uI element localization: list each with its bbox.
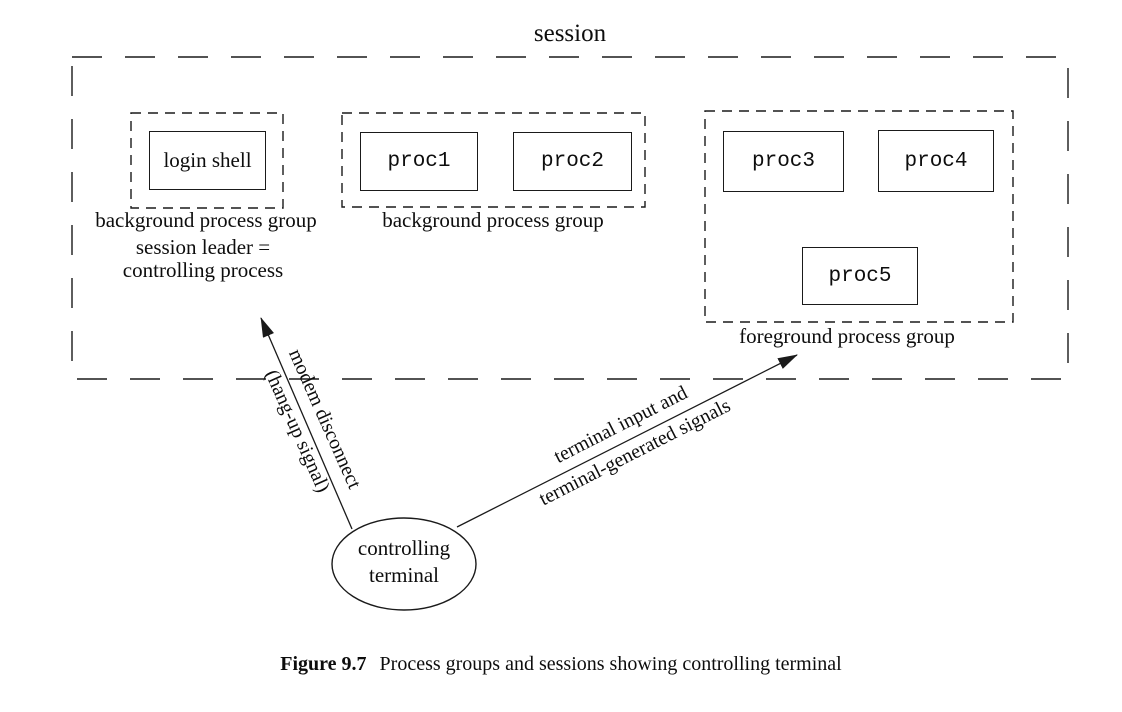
controlling-terminal-ellipse [331, 517, 477, 611]
login-shell-box: login shell [149, 131, 266, 190]
session-leader-note: session leader = controlling process [123, 236, 283, 282]
controlling-terminal-label: controlling terminal [358, 535, 450, 589]
background-process-group-1-label: background process group [95, 208, 317, 232]
proc2-label: proc2 [540, 150, 604, 173]
modem-disconnect-arrow [260, 317, 353, 530]
session-label: session [533, 20, 607, 47]
background-process-group-2-label: background process group [382, 208, 604, 232]
figure-caption-number: Figure 9.7 [280, 653, 367, 675]
login-shell-label: login shell [163, 148, 252, 172]
terminal-signals-arrow [456, 354, 798, 528]
session-boundary [71, 56, 1069, 380]
foreground-process-group-label: foreground process group [739, 324, 955, 348]
session-leader-note-line1: session leader = [135, 235, 271, 259]
controlling-terminal-line1: controlling [357, 536, 451, 560]
controlling-terminal-line2: terminal [369, 563, 439, 587]
proc4-label: proc4 [904, 149, 968, 173]
proc1-box: proc1 [360, 132, 478, 191]
proc5-label: proc5 [828, 264, 892, 288]
figure-caption-text: Process groups and sessions showing cont… [379, 653, 842, 675]
background-process-group-1-boundary [130, 112, 284, 209]
proc2-box: proc2 [513, 132, 632, 191]
session-leader-note-line2: controlling process [122, 258, 284, 282]
proc4-box: proc4 [878, 130, 994, 192]
proc5-box: proc5 [802, 247, 918, 305]
background-process-group-2-boundary [341, 112, 646, 208]
proc3-label: proc3 [751, 150, 815, 173]
proc1-label: proc1 [387, 150, 451, 173]
proc3-box: proc3 [723, 131, 844, 192]
foreground-process-group-boundary [704, 110, 1014, 323]
figure-caption: Figure 9.7 Process groups and sessions sh… [0, 653, 1122, 676]
